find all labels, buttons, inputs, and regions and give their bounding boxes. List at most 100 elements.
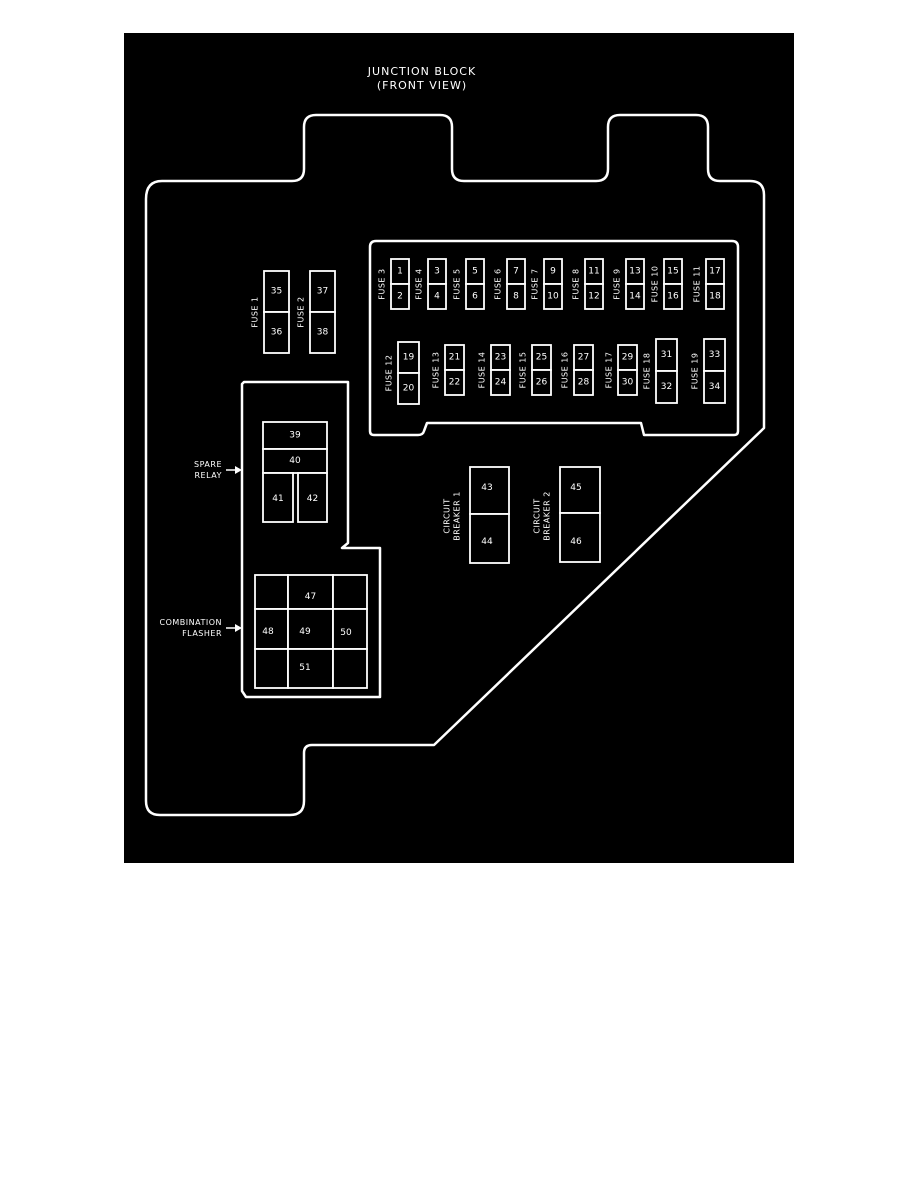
fuse-13-cell-22[interactable] [444,369,465,396]
fuse-7-label: FUSE 7 [531,268,540,299]
fuse-4[interactable]: 34 [427,258,447,310]
fuse-12-bottom-number: 20 [403,384,415,394]
fuse-15[interactable]: 25 26 [531,344,552,396]
fuse-14-cell-24[interactable] [490,369,511,396]
relay-cell-40[interactable] [262,448,328,474]
fuse-6[interactable]: 78 [506,258,526,310]
fuse-18-top-number: 31 [661,350,672,360]
fuse-19-cell-34[interactable] [703,370,726,404]
fuse-5-cell-6[interactable] [465,283,485,310]
fuse-2-bottom-number: 38 [317,328,329,338]
fuse-10-cell-16[interactable] [663,283,683,310]
fuse-1[interactable]: 35 36 [263,270,290,354]
fuse-3-cell-2[interactable] [390,283,410,310]
flasher-cell-blank-tl[interactable] [254,574,289,610]
combination-flasher-label-line2: FLASHER [182,629,222,638]
fuse-4-label: FUSE 4 [415,268,424,299]
fuse-5-top-number: 5 [472,267,478,277]
relay-cell-41-label: 41 [272,494,283,504]
fuse-5-bottom-number: 6 [472,292,478,302]
fuse-13-top-number: 21 [449,353,460,363]
fuse-8-cell-12[interactable] [584,283,604,310]
fuse-18-cell-32[interactable] [655,370,678,404]
circuit-breaker-1[interactable]: 43 44 [469,466,510,564]
fuse-15-cell-26[interactable] [531,369,552,396]
flasher-cell-49-label: 49 [299,627,311,637]
flasher-cell-47-label: 47 [305,592,316,602]
relay-cell-39[interactable] [262,421,328,450]
fuse-6-cell-8[interactable] [506,283,526,310]
fuse-14[interactable]: 23 24 [490,344,511,396]
fuse-1-cell-35[interactable] [263,270,290,313]
flasher-cell-50[interactable] [332,608,368,650]
flasher-cell-blank-br[interactable] [332,648,368,689]
fuse-9-cell-14[interactable] [625,283,645,310]
fuse-19-label: FUSE 19 [691,353,700,390]
fuse-17-bottom-number: 30 [622,378,634,388]
flasher-cell-blank-bl[interactable] [254,648,289,689]
fuse-7[interactable]: 910 [543,258,563,310]
fuse-15-bottom-number: 26 [536,378,548,388]
circuit-breaker-2-label-line1: CIRCUIT [533,498,542,533]
fuse-14-bottom-number: 24 [495,378,507,388]
fuse-12-cell-20[interactable] [397,372,420,405]
fuse-16-bottom-number: 28 [578,378,590,388]
fuse-16-cell-28[interactable] [573,369,594,396]
fuse-11-top-number: 17 [709,267,720,277]
circuit-breaker-2-cell-46-label: 46 [570,537,582,547]
fuse-9-label: FUSE 9 [613,268,622,299]
fuse-9-bottom-number: 14 [629,292,641,302]
fuse-5[interactable]: 56 [465,258,485,310]
fuse-1-cell-36[interactable] [263,311,290,354]
fuse-15-top-number: 25 [536,353,547,363]
fuse-13-label: FUSE 13 [432,352,441,389]
fuse-3[interactable]: 12 [390,258,410,310]
circuit-breaker-1-cell-44-label: 44 [481,537,493,547]
spare-relay[interactable]: 39 40 41 42 [262,421,328,523]
circuit-breaker-1-cell-43[interactable] [469,466,510,515]
fuse-1-bottom-number: 36 [271,328,283,338]
fuse-13[interactable]: 21 22 [444,344,465,396]
combination-flasher[interactable]: 47 48 49 50 51 [254,574,368,689]
circuit-breaker-2-cell-46[interactable] [559,512,601,563]
relay-panel-outline [240,380,382,699]
relay-cell-41[interactable] [262,472,294,523]
fuse-1-label: FUSE 1 [251,296,260,327]
fuse-15-label: FUSE 15 [519,352,528,389]
fuse-3-label: FUSE 3 [378,268,387,299]
fuse-8-top-number: 11 [588,267,599,277]
fuse-3-bottom-number: 2 [397,292,403,302]
fuse-14-top-number: 23 [495,353,506,363]
relay-cell-42-label: 42 [307,494,318,504]
relay-cell-40-label: 40 [289,456,301,466]
flasher-cell-blank-tr[interactable] [332,574,368,610]
circuit-breaker-1-cell-44[interactable] [469,513,510,564]
fuse-19-bottom-number: 34 [709,382,721,392]
circuit-breaker-2[interactable]: 45 46 [559,466,601,563]
fuse-11-cell-18[interactable] [705,283,725,310]
fuse-1-top-number: 35 [271,287,282,297]
fuse-14-label: FUSE 14 [478,352,487,389]
fuse-7-cell-10[interactable] [543,283,563,310]
fuse-17-cell-30[interactable] [617,369,638,396]
spare-relay-arrow-icon [226,466,242,474]
fuse-2-cell-37[interactable] [309,270,336,313]
fuse-2-cell-38[interactable] [309,311,336,354]
relay-cell-42[interactable] [297,472,328,523]
fuse-13-bottom-number: 22 [449,378,460,388]
relay-cell-39-label: 39 [289,431,301,441]
fuse-17-label: FUSE 17 [605,352,614,389]
fuse-7-top-number: 9 [550,267,556,277]
fuse-4-cell-4[interactable] [427,283,447,310]
